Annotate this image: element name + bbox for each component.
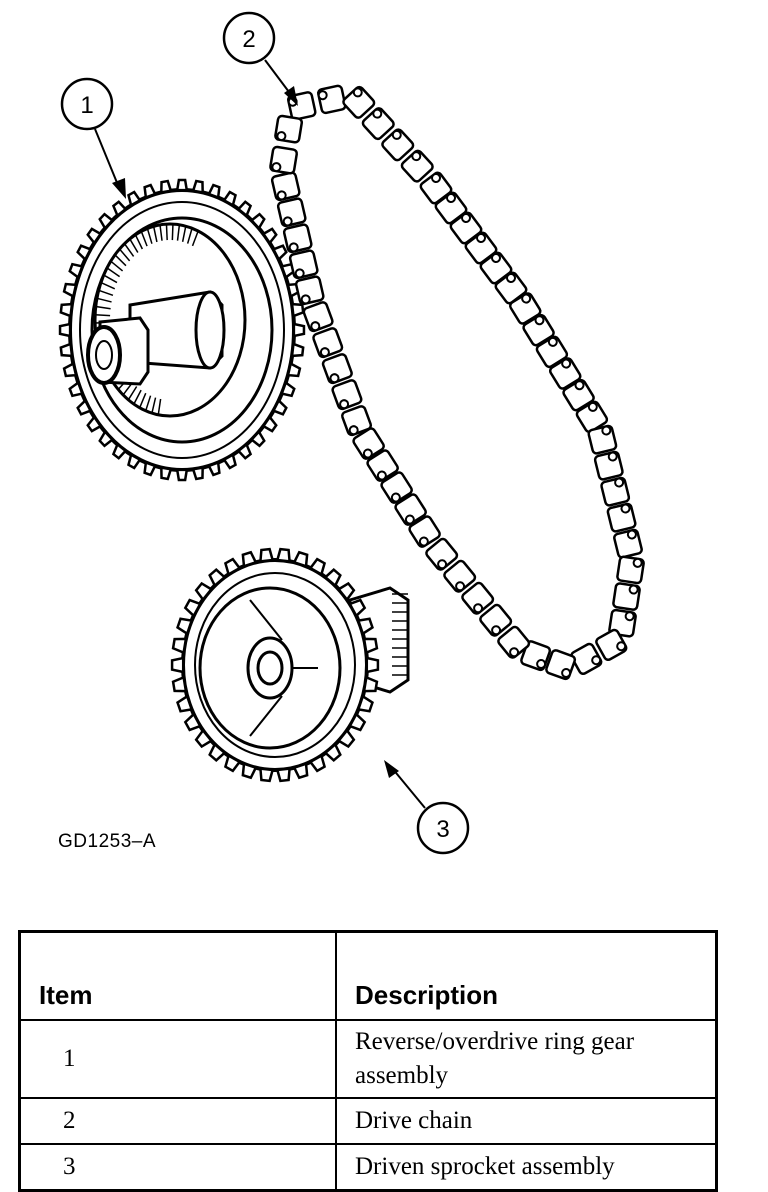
- row-item: 3: [18, 1143, 337, 1192]
- header-item: Item: [18, 930, 337, 1021]
- table-header-row: Item Description: [18, 930, 718, 1021]
- row-item: 2: [18, 1097, 337, 1145]
- callout-2: 2: [222, 11, 298, 106]
- row-item: 1: [18, 1019, 337, 1099]
- callout-1: 1: [60, 77, 126, 199]
- callout-3-label: 3: [436, 816, 449, 843]
- callout-3: 3: [384, 760, 470, 855]
- row-description: Driven sprocket assembly: [335, 1143, 718, 1192]
- row-description: Reverse/overdrive ring gear assembly: [335, 1019, 718, 1099]
- row-description: Drive chain: [335, 1097, 718, 1145]
- table-row: 3 Driven sprocket assembly: [18, 1143, 718, 1192]
- header-description: Description: [335, 930, 718, 1021]
- ring-gear-assembly-drawing: [68, 188, 296, 472]
- callout-2-label: 2: [242, 26, 255, 53]
- legend-table: Item Description 1 Reverse/overdrive rin…: [18, 930, 718, 1192]
- driven-sprocket-drawing: [181, 558, 410, 772]
- callout-1-label: 1: [80, 92, 93, 119]
- exploded-view-illustration: 1 2 3: [58, 11, 645, 855]
- figure-code: GD1253–A: [58, 831, 157, 852]
- table-row: 2 Drive chain: [18, 1097, 718, 1145]
- table-row: 1 Reverse/overdrive ring gear assembly: [18, 1019, 718, 1099]
- drive-chain-drawing: [269, 84, 645, 681]
